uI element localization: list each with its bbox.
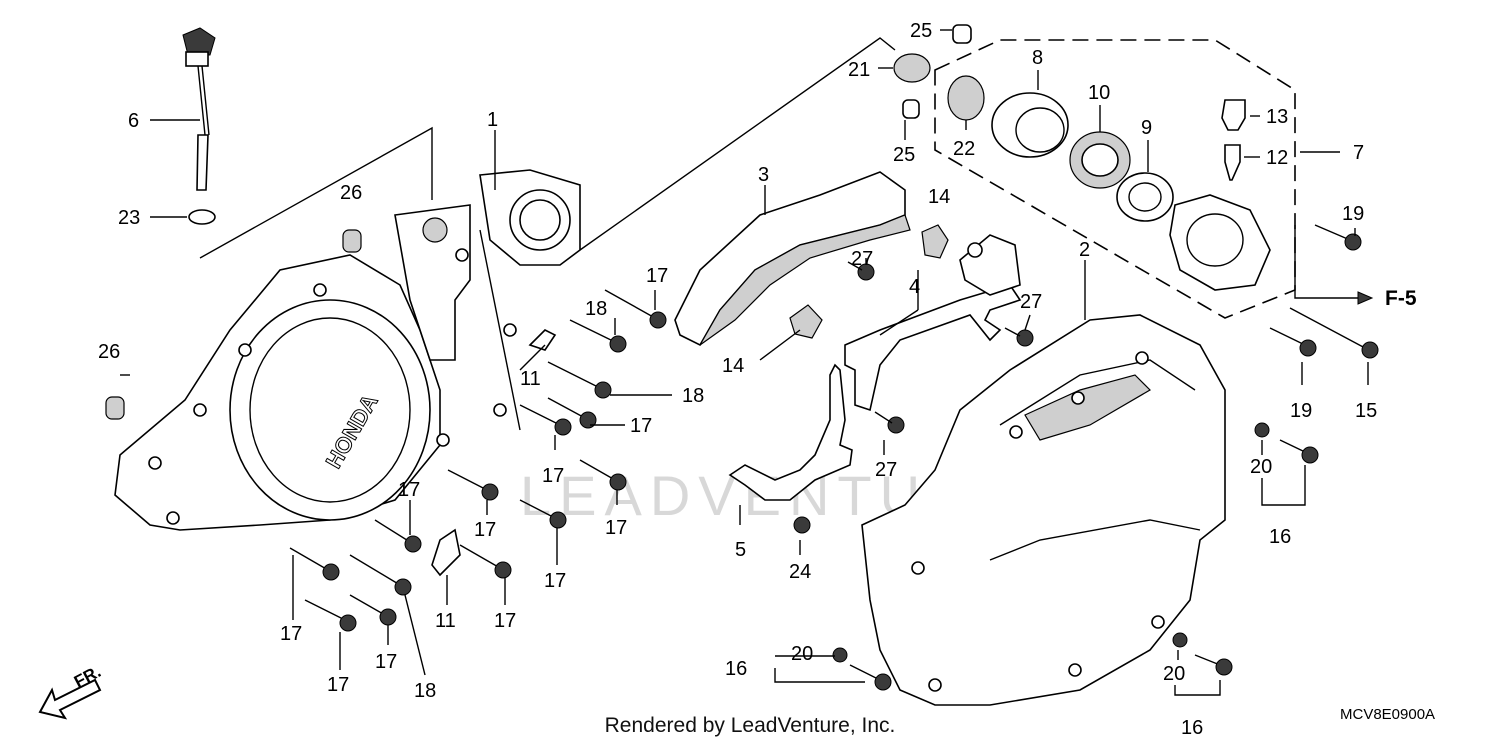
callout-7: 7	[1353, 142, 1364, 164]
cable-clamp-lower	[431, 528, 461, 577]
callout-20-lower-left: 20	[791, 643, 813, 665]
o-ring	[188, 209, 216, 225]
front-direction-arrow: FR.	[38, 662, 104, 720]
callout-3: 3	[758, 164, 769, 186]
inset-dashed-outline	[934, 39, 1296, 319]
callout-26-lower: 26	[98, 341, 120, 363]
callout-17-k: 17	[327, 674, 349, 696]
callout-14-lower: 14	[722, 355, 744, 377]
oil-dipstick	[182, 27, 216, 191]
reference-label: F-5	[1385, 287, 1417, 310]
callout-26-upper: 26	[340, 182, 362, 204]
f5-arrowhead	[1357, 291, 1374, 305]
callout-17-e: 17	[398, 479, 420, 501]
callout-10: 10	[1088, 82, 1110, 104]
dowel-pin-lower	[105, 396, 125, 420]
leader-frame-left	[199, 126, 433, 259]
callout-17-a: 17	[646, 265, 668, 287]
callout-17-d: 17	[605, 517, 627, 539]
callout-25-upper: 25	[910, 20, 932, 42]
callout-13: 13	[1266, 106, 1288, 128]
callout-27-upper: 27	[851, 248, 873, 270]
bolt-set-left	[289, 289, 667, 632]
dowel-pin-upper	[342, 229, 362, 253]
bolt-set-right	[832, 422, 1319, 691]
callout-24: 24	[789, 561, 811, 583]
callout-20-lower-right: 20	[1163, 663, 1185, 685]
callout-18-a: 18	[585, 298, 607, 320]
callout-1: 1	[487, 109, 498, 131]
cable-clamp-upper	[528, 329, 557, 351]
callout-2: 2	[1079, 239, 1090, 261]
callout-25-lower: 25	[893, 144, 915, 166]
callout-21: 21	[848, 59, 870, 81]
callout-11-upper: 11	[520, 368, 541, 390]
callout-6: 6	[128, 110, 139, 132]
callout-18-b: 18	[682, 385, 704, 407]
grommet-upper	[921, 224, 949, 259]
callout-11-lower: 11	[435, 610, 456, 632]
callout-12: 12	[1266, 147, 1288, 169]
f5-reference-arrow	[1294, 225, 1360, 299]
right-crankcase-cover	[861, 314, 1226, 706]
callout-17-c: 17	[542, 465, 564, 487]
callout-17-f: 17	[474, 519, 496, 541]
diagram-code: MCV8E0900A	[1340, 706, 1436, 723]
callout-23: 23	[118, 207, 140, 229]
callout-17-b: 17	[630, 415, 652, 437]
callout-18-c: 18	[414, 680, 436, 702]
callout-27-lower: 27	[875, 459, 897, 481]
callout-27-mid: 27	[1020, 291, 1042, 313]
callout-22: 22	[953, 138, 975, 160]
footer-credit: Rendered by LeadVenture, Inc.	[604, 714, 896, 737]
callout-16-lower-right: 16	[1181, 717, 1203, 739]
bracket-4	[844, 234, 1022, 412]
bolt-set-27	[847, 261, 1034, 434]
callout-15: 15	[1355, 400, 1377, 422]
callout-20-right: 20	[1250, 456, 1272, 478]
stay-5	[728, 363, 853, 501]
bolt-set-inset	[1269, 224, 1379, 359]
leader-frame-top	[579, 37, 896, 251]
callout-17-j: 17	[375, 651, 397, 673]
callout-16-right: 16	[1269, 526, 1291, 548]
left-crankcase-cover: HONDA	[114, 169, 581, 531]
callout-17-h: 17	[494, 610, 516, 632]
callout-16-lower-left: 16	[725, 658, 747, 680]
callout-17-i: 17	[280, 623, 302, 645]
callout-9: 9	[1141, 117, 1152, 139]
callout-4: 4	[909, 276, 920, 298]
inset-parts	[893, 24, 1271, 291]
upper-cover	[674, 171, 911, 347]
callout-19-upper: 19	[1342, 203, 1364, 225]
callout-labels: 1 2 3 4 5 6 7 8 9 10 11 11 12 13 14 14 1…	[98, 20, 1377, 739]
callout-8: 8	[1032, 47, 1043, 69]
nut-24	[793, 516, 811, 534]
callout-19-lower: 19	[1290, 400, 1312, 422]
grommet-lower	[789, 304, 823, 339]
callout-5: 5	[735, 539, 746, 561]
callout-14-upper: 14	[928, 186, 950, 208]
callout-17-g: 17	[544, 570, 566, 592]
leader-lines	[120, 29, 1369, 696]
